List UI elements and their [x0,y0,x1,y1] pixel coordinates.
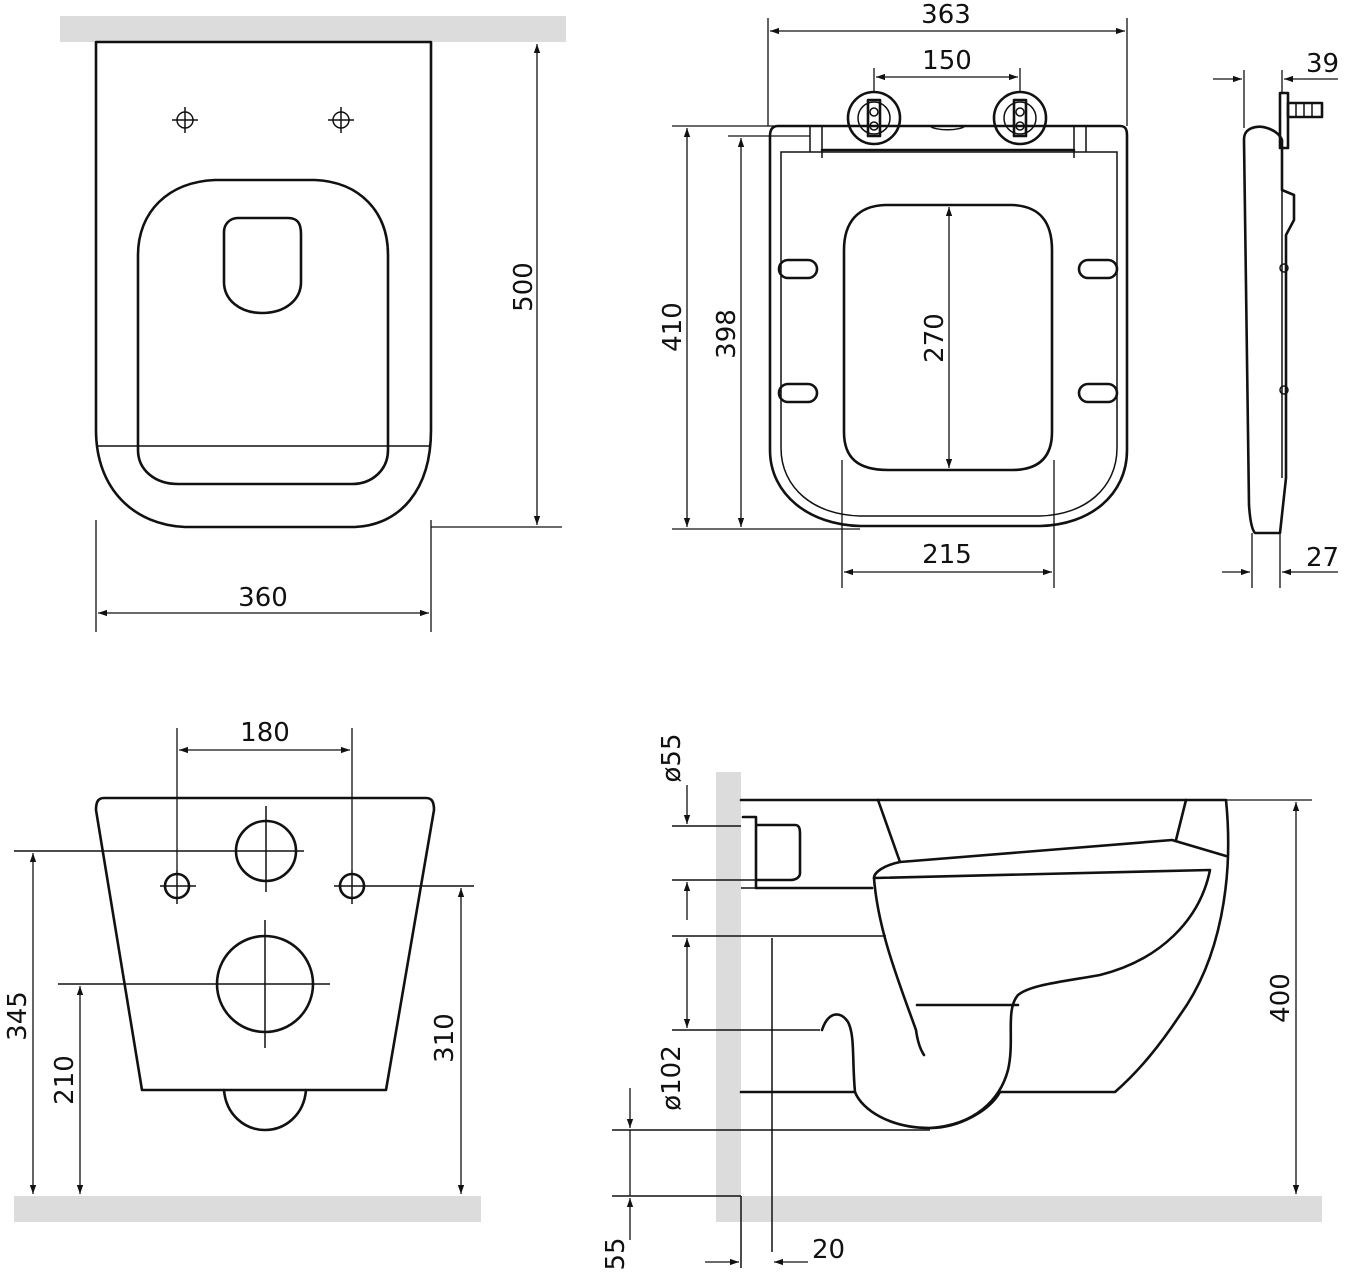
floor-ext-line [612,1195,742,1268]
lid-notch [929,125,966,131]
bumper-left-bottom [777,382,819,404]
dimension-label-seat-thickness: 27 [1306,543,1339,573]
seat-outline [136,178,390,486]
dimension-label-seat-depth: 398 [712,309,742,359]
mount-hole-left [172,107,198,133]
hinge-left [846,90,902,146]
front-top-view: 360 500 [60,16,566,632]
dimension-label-overall-depth: 410 [658,302,688,352]
bowl-opening [222,216,303,315]
bowl-trap [872,868,1212,1130]
dimension-label-width: 360 [238,583,288,613]
rear-outlet-hole [58,920,330,1048]
seat-side-outline [1242,125,1296,535]
hinge-side [1278,91,1324,150]
side-bumper-top [1279,263,1289,273]
dimension-label-hinge-spacing: 150 [922,46,972,76]
dimension-label-hinge-height: 39 [1306,49,1339,79]
bumper-right-bottom [1077,382,1119,404]
mount-hole-right [328,107,354,133]
dimension-label-depth: 500 [509,262,539,312]
rear-view: 180 345 210 310 [3,718,481,1222]
bowl-outer [739,798,1230,1130]
bowl-inner [872,860,926,1057]
side-bumper-bottom [1279,385,1289,395]
hinge-right [992,90,1048,146]
side-view: ø55 ø102 400 55 20 [601,734,1322,1271]
hinge-tabs [809,126,1087,158]
dimension-label-opening-length: 270 [920,313,950,363]
rear-outline [94,796,436,1092]
dimension-label-outlet-diameter: ø102 [657,1045,687,1111]
rear-outlet-bulge [222,1088,308,1132]
inlet-pipe [741,815,874,890]
bumper-right-top [1077,258,1119,280]
bumper-left-top [777,258,819,280]
dimension-label-overall-width: 363 [921,0,971,30]
bowl-siphon [820,1003,1020,1094]
seat-view: 363 150 410 398 270 215 [658,0,1129,588]
floor-band-side [741,1196,1322,1222]
dimension-label-bolt-spacing: 180 [240,718,290,748]
dimension-label-opening-width: 215 [922,540,972,570]
floor-band-rear [14,1196,481,1222]
rear-bolt-right [334,870,474,904]
seat-side-view: 39 27 [1213,49,1339,588]
wall-band-top [60,16,566,42]
rear-inlet-hole [14,806,304,892]
dimension-label-outlet-height: 210 [50,1055,80,1105]
dimension-label-floor-offset: 55 [601,1237,631,1270]
dimension-label-top-height: 345 [3,991,33,1041]
dimension-label-wall-offset: 20 [812,1235,845,1265]
bowl-outline [94,40,433,529]
dimension-label-bolt-height: 310 [430,1013,460,1063]
seat-outline-inner [780,151,1118,517]
seat-opening [842,203,1054,472]
rim-back-line [1174,798,1188,842]
dimension-label-inlet-diameter: ø55 [657,734,687,783]
bowl-top-rim [876,798,1228,864]
wall-band-side [716,772,741,1222]
dimension-label-height: 400 [1266,973,1296,1023]
rear-bolt-left [160,870,196,904]
inlet-ext-lines [672,825,756,881]
